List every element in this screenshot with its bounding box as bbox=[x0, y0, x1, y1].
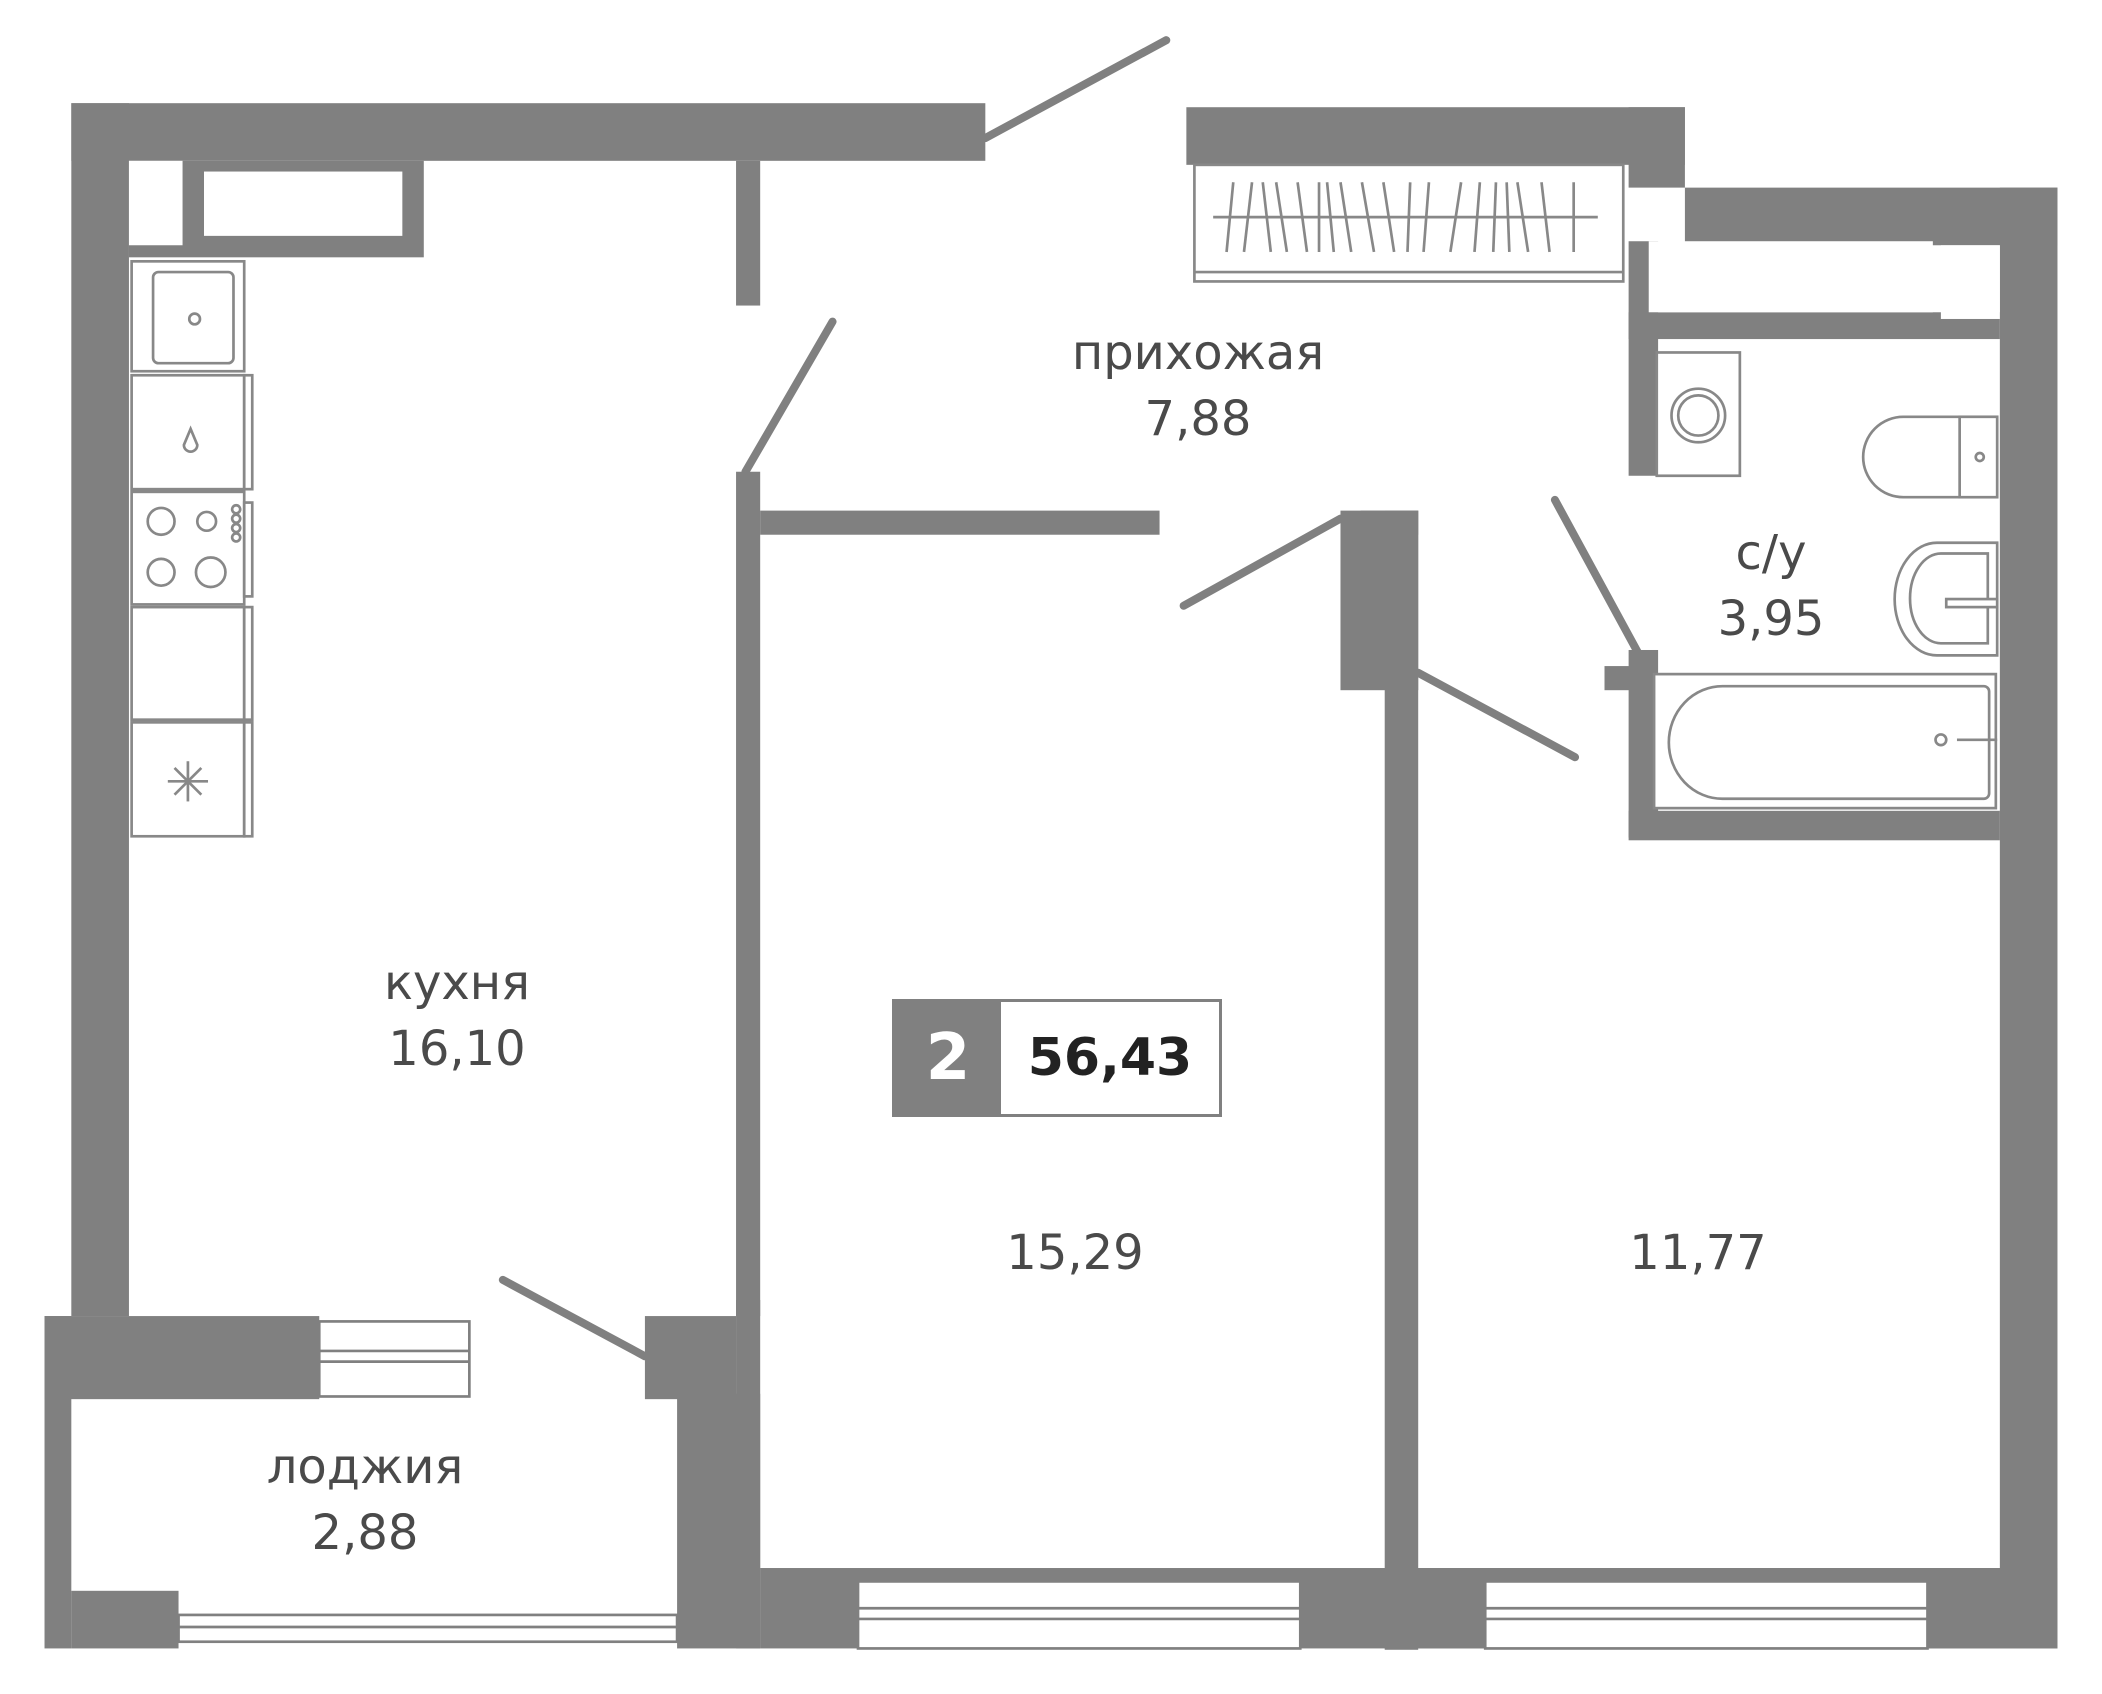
walls bbox=[44, 103, 2058, 1650]
total-area: 56,43 bbox=[1027, 1028, 1193, 1088]
room-label-bathroom: с/у 3,95 bbox=[1718, 520, 1825, 652]
rooms-count: 2 bbox=[895, 1002, 1001, 1114]
room-name: прихожая bbox=[1071, 325, 1325, 381]
room-label-loggia: лоджия 2,88 bbox=[267, 1434, 464, 1566]
room-label-hallway: прихожая 7,88 bbox=[1072, 320, 1324, 452]
apartment-summary-badge: 2 56,43 bbox=[892, 999, 1222, 1117]
room-label-living-room: 15,29 bbox=[1006, 1220, 1143, 1286]
room-area: 7,88 bbox=[1144, 391, 1252, 447]
kitchen-fixtures bbox=[130, 259, 254, 838]
doors bbox=[498, 36, 1643, 1361]
wardrobe bbox=[1193, 163, 1625, 283]
room-name: с/у bbox=[1735, 525, 1807, 581]
windows bbox=[177, 1320, 1929, 1650]
room-name: кухня bbox=[383, 955, 531, 1011]
room-area: 2,88 bbox=[311, 1505, 419, 1561]
room-area: 16,10 bbox=[388, 1021, 526, 1077]
bathroom-fixtures bbox=[1652, 351, 1999, 810]
room-area: 3,95 bbox=[1717, 591, 1825, 647]
room-area: 11,77 bbox=[1629, 1225, 1767, 1281]
room-label-kitchen: кухня 16,10 bbox=[384, 950, 530, 1082]
room-label-bedroom: 11,77 bbox=[1629, 1220, 1766, 1286]
room-name: лоджия bbox=[266, 1439, 464, 1495]
room-area: 15,29 bbox=[1006, 1225, 1144, 1281]
